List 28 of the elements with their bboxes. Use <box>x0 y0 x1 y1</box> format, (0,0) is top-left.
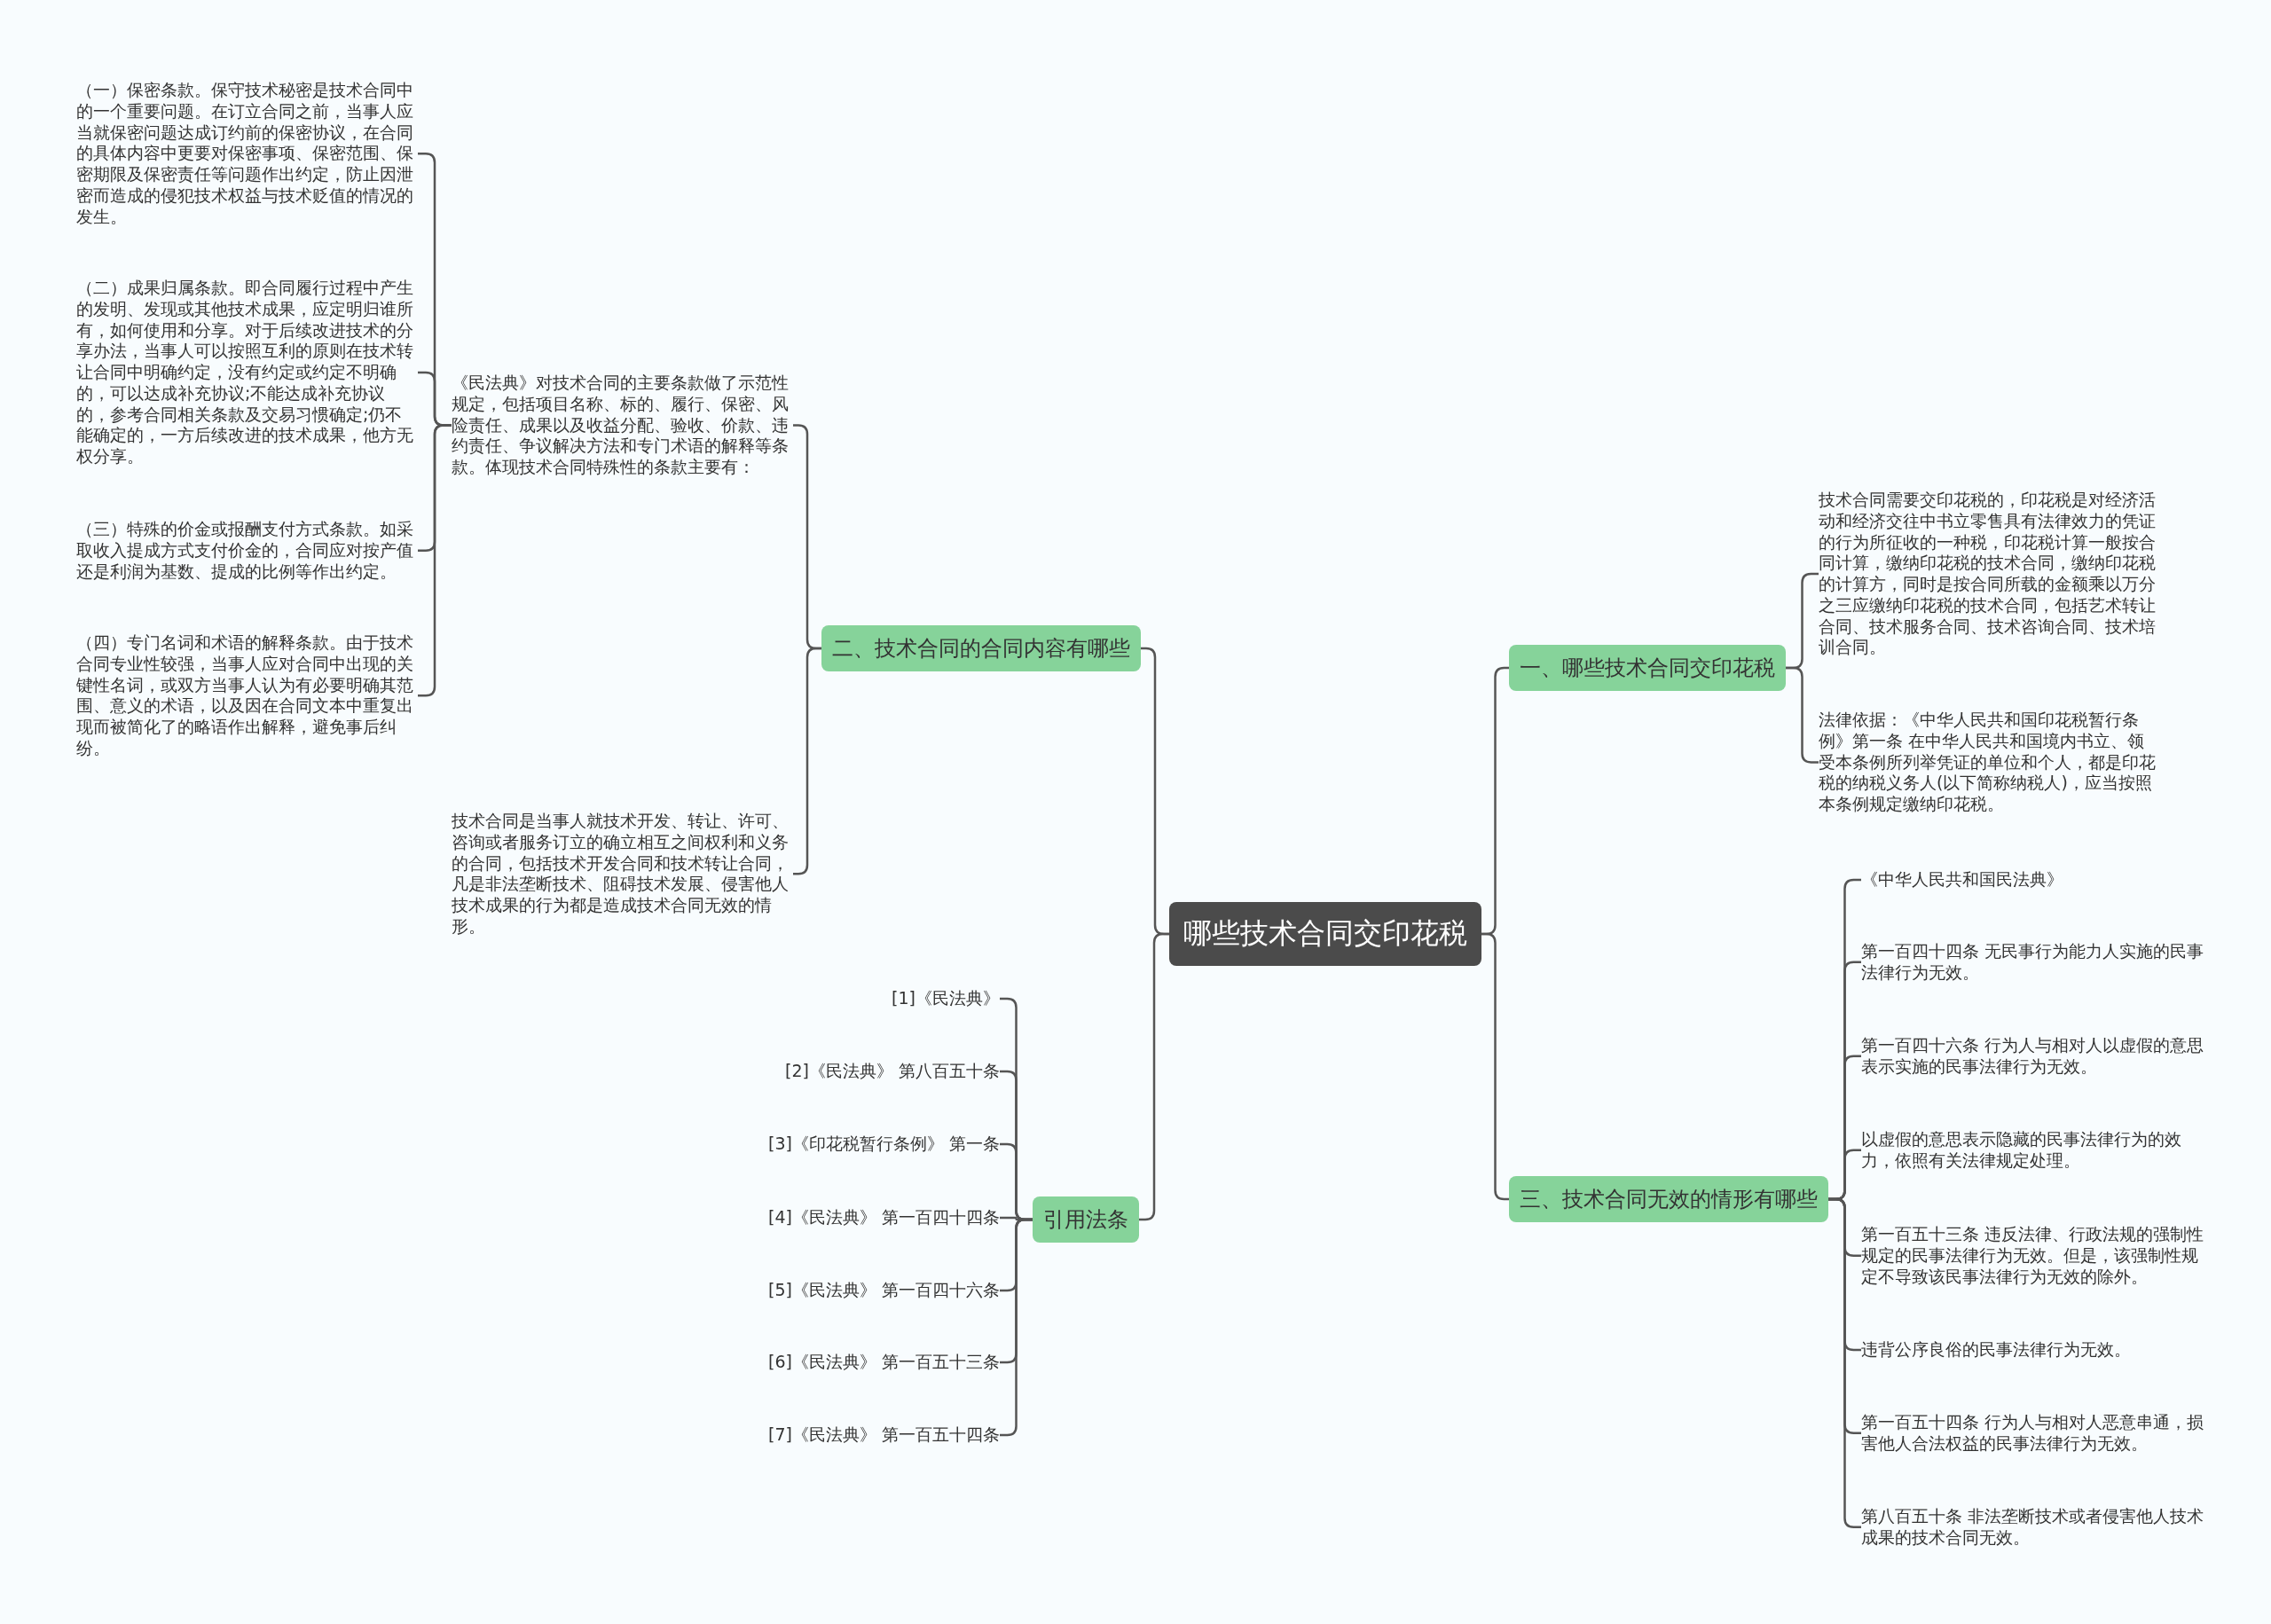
topic-text: 以虚假的意思表示隐藏的民事法律行为的效力，依照有关法律规定处理。 <box>1861 1129 2207 1172</box>
topic-text: （一）保密条款。保守技术秘密是技术合同中的一个重要问题。在订立合同之前，当事人应当就保密问题达成订约前的保密协议，在合同的具体内容中更要对保密事项、保密范围、保密期限及保密责任等问题作出约定，防止因泄密而造成的侵犯技术权益与技术贬值的情况的发生。 <box>76 80 418 228</box>
topic-text: （三）特殊的价金或报酬支付方式条款。如采取收入提成方式支付价金的，合同应对按产值还是利润为基数、提成的比例等作出约定。 <box>76 519 418 583</box>
citation-text: [4]《民法典》 第一百四十四条 <box>707 1207 1000 1228</box>
topic-box: 三、技术合同无效的情形有哪些 <box>1509 1176 1828 1222</box>
topic-text: 《民法典》对技术合同的主要条款做了示范性规定，包括项目名称、标的、履行、保密、风险责任、成果以及收益分配、验收、价款、违约责任、争议解决方法和专门术语的解释等条款。体现技术合同特殊性的条款主要有： <box>452 373 793 478</box>
topic-text: 第一百五十三条 违反法律、行政法规的强制性规定的民事法律行为无效。但是，该强制性规定不导致该民事法律行为无效的除外。 <box>1861 1224 2207 1288</box>
topic-text: 法律依据：《中华人民共和国印花税暂行条例》第一条 在中华人民共和国境内书立、领受本条例所列举凭证的单位和个人，都是印花税的纳税义务人(以下简称纳税人)，应当按照本条例规定缴纳印花税。 <box>1819 710 2160 815</box>
topic-text: 《中华人民共和国民法典》 <box>1861 869 2207 890</box>
topic-text: 第一百四十四条 无民事行为能力人实施的民事法律行为无效。 <box>1861 941 2207 984</box>
central-topic-box: 哪些技术合同交印花税 <box>1169 902 1481 966</box>
citation-text: [7]《民法典》 第一百五十四条 <box>707 1424 1000 1446</box>
topic-text: （二）成果归属条款。即合同履行过程中产生的发明、发现或其他技术成果，应定明归谁所有，如何使用和分享。对于后续改进技术的分享办法，当事人可以按照互利的原则在技术转让合同中明确约定，没有约定或约定不明确的，可以达成补充协议;不能达成补充协议的，参考合同相关条款及交易习惯确定;仍不能确定的，一方后续改进的技术成果，他方无权分享。 <box>76 278 418 467</box>
citation-text: [2]《民法典》 第八百五十条 <box>707 1061 1000 1082</box>
topic-text: 技术合同是当事人就技术开发、转让、许可、咨询或者服务订立的确立相互之间权利和义务的合同，包括技术开发合同和技术转让合同，凡是非法垄断技术、阻碍技术发展、侵害他人技术成果的行为都是造成技术合同无效的情形。 <box>452 811 793 938</box>
topic-text: 违背公序良俗的民事法律行为无效。 <box>1861 1339 2207 1361</box>
topic-box: 二、技术合同的合同内容有哪些 <box>821 625 1141 671</box>
citation-text: [3]《印花税暂行条例》 第一条 <box>707 1134 1000 1155</box>
citation-text: [1]《民法典》 <box>707 988 1000 1009</box>
topic-box: 一、哪些技术合同交印花税 <box>1509 645 1786 691</box>
topic-text: 第一百四十六条 行为人与相对人以虚假的意思表示实施的民事法律行为无效。 <box>1861 1035 2207 1078</box>
topic-text: （四）专门名词和术语的解释条款。由于技术合同专业性较强，当事人应对合同中出现的关键性名词，或双方当事人认为有必要明确其范围、意义的术语，以及因在合同文本中重复出现而被简化了的略语作出解释，避免事后纠纷。 <box>76 632 418 759</box>
citation-text: [6]《民法典》 第一百五十三条 <box>707 1352 1000 1373</box>
topic-text: 技术合同需要交印花税的，印花税是对经济活动和经济交往中书立零售具有法律效力的凭证的行为所征收的一种税，印花税计算一般按合同计算，缴纳印花税的技术合同，缴纳印花税的计算方，同时是按合同所载的金额乘以万分之三应缴纳印花税的技术合同，包括艺术转让合同、技术服务合同、技术咨询合同、技术培训合同。 <box>1819 490 2160 658</box>
topic-text: 第八百五十条 非法垄断技术或者侵害他人技术成果的技术合同无效。 <box>1861 1506 2207 1549</box>
topic-text: 第一百五十四条 行为人与相对人恶意串通，损害他人合法权益的民事法律行为无效。 <box>1861 1412 2207 1455</box>
citation-text: [5]《民法典》 第一百四十六条 <box>707 1280 1000 1301</box>
topic-box: 引用法条 <box>1033 1196 1139 1243</box>
